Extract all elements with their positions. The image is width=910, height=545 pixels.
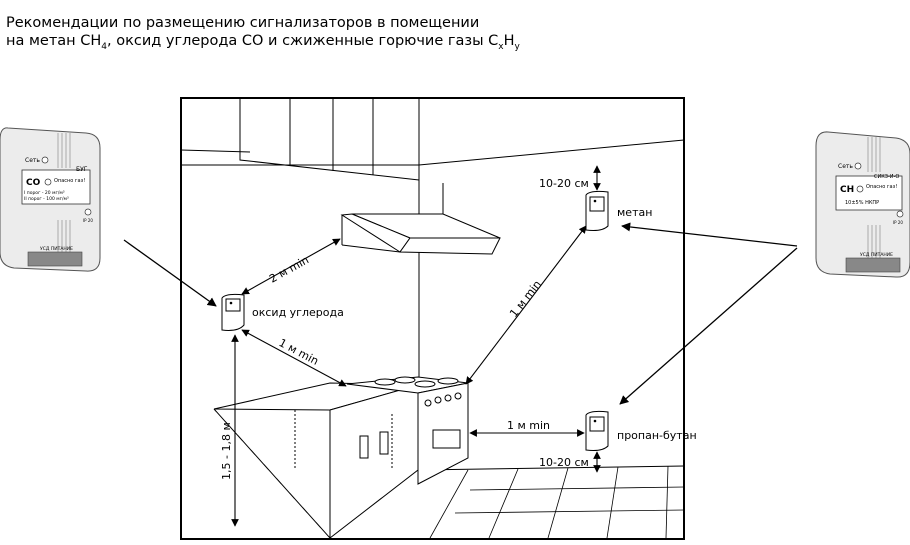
left-device-threshold-1: I порог - 20 мг/м³ xyxy=(24,190,65,196)
title-line-2: на метан CH4, оксид углерода CO и сжижен… xyxy=(6,33,520,52)
label-dist-hood: 2 м min xyxy=(267,253,311,285)
title-line-1: Рекомендации по размещению сигнализаторо… xyxy=(6,15,480,31)
device-right: Сеть СИКЗ-И-О CH Опасно газ! 10±5% НКПР … xyxy=(815,131,910,278)
detector-co xyxy=(221,293,245,331)
room-frame xyxy=(180,97,685,540)
pointer-arrows xyxy=(123,222,798,405)
floor-tiles xyxy=(429,465,685,539)
left-device-brand: БУГ xyxy=(76,166,88,173)
right-device-gas: CH xyxy=(840,185,854,195)
left-device-alarm: Опасно газ! xyxy=(54,178,85,184)
device-left: Сеть БУГ CO Опасно газ! I порог - 20 мг/… xyxy=(0,127,101,272)
label-dist-stove-methane: 1 м min xyxy=(507,278,544,320)
label-carbon-monoxide: оксид углерода xyxy=(252,306,344,319)
label-dist-bottom: 10-20 см xyxy=(539,456,589,469)
range-hood xyxy=(340,183,501,255)
right-device-brand: СИКЗ-И-О xyxy=(874,174,899,180)
label-propane-butane: пропан-бутан xyxy=(617,429,697,442)
dimension-arrows xyxy=(231,165,601,527)
right-device-ip: IP 20 xyxy=(893,220,903,225)
left-device-ip: IP 20 xyxy=(83,218,93,223)
detector-propane xyxy=(585,410,609,451)
detector-methane xyxy=(585,190,609,231)
right-device-power: Сеть xyxy=(838,163,853,170)
left-device-footer: УСД ПИТАНИЕ xyxy=(40,246,73,252)
left-device-threshold-2: II порог - 100 мг/м³ xyxy=(24,196,69,202)
left-device-gas: CO xyxy=(26,178,41,188)
left-device-power: Сеть xyxy=(25,157,40,164)
page-title: Рекомендации по размещению сигнализаторо… xyxy=(6,14,520,56)
stove xyxy=(346,376,469,485)
label-dist-stove-propane: 1 м min xyxy=(507,419,550,432)
kitchen-counter xyxy=(213,382,419,540)
right-device-threshold: 10±5% НКПР xyxy=(845,200,879,206)
label-dist-top: 10-20 см xyxy=(539,177,589,190)
right-device-alarm: Опасно газ! xyxy=(866,184,897,190)
upper-cabinets xyxy=(239,98,420,181)
label-height: 1,5 - 1,8 м xyxy=(220,422,233,480)
right-device-footer: УСД ПИТАНИЕ xyxy=(860,252,893,258)
label-methane: метан xyxy=(617,206,652,219)
